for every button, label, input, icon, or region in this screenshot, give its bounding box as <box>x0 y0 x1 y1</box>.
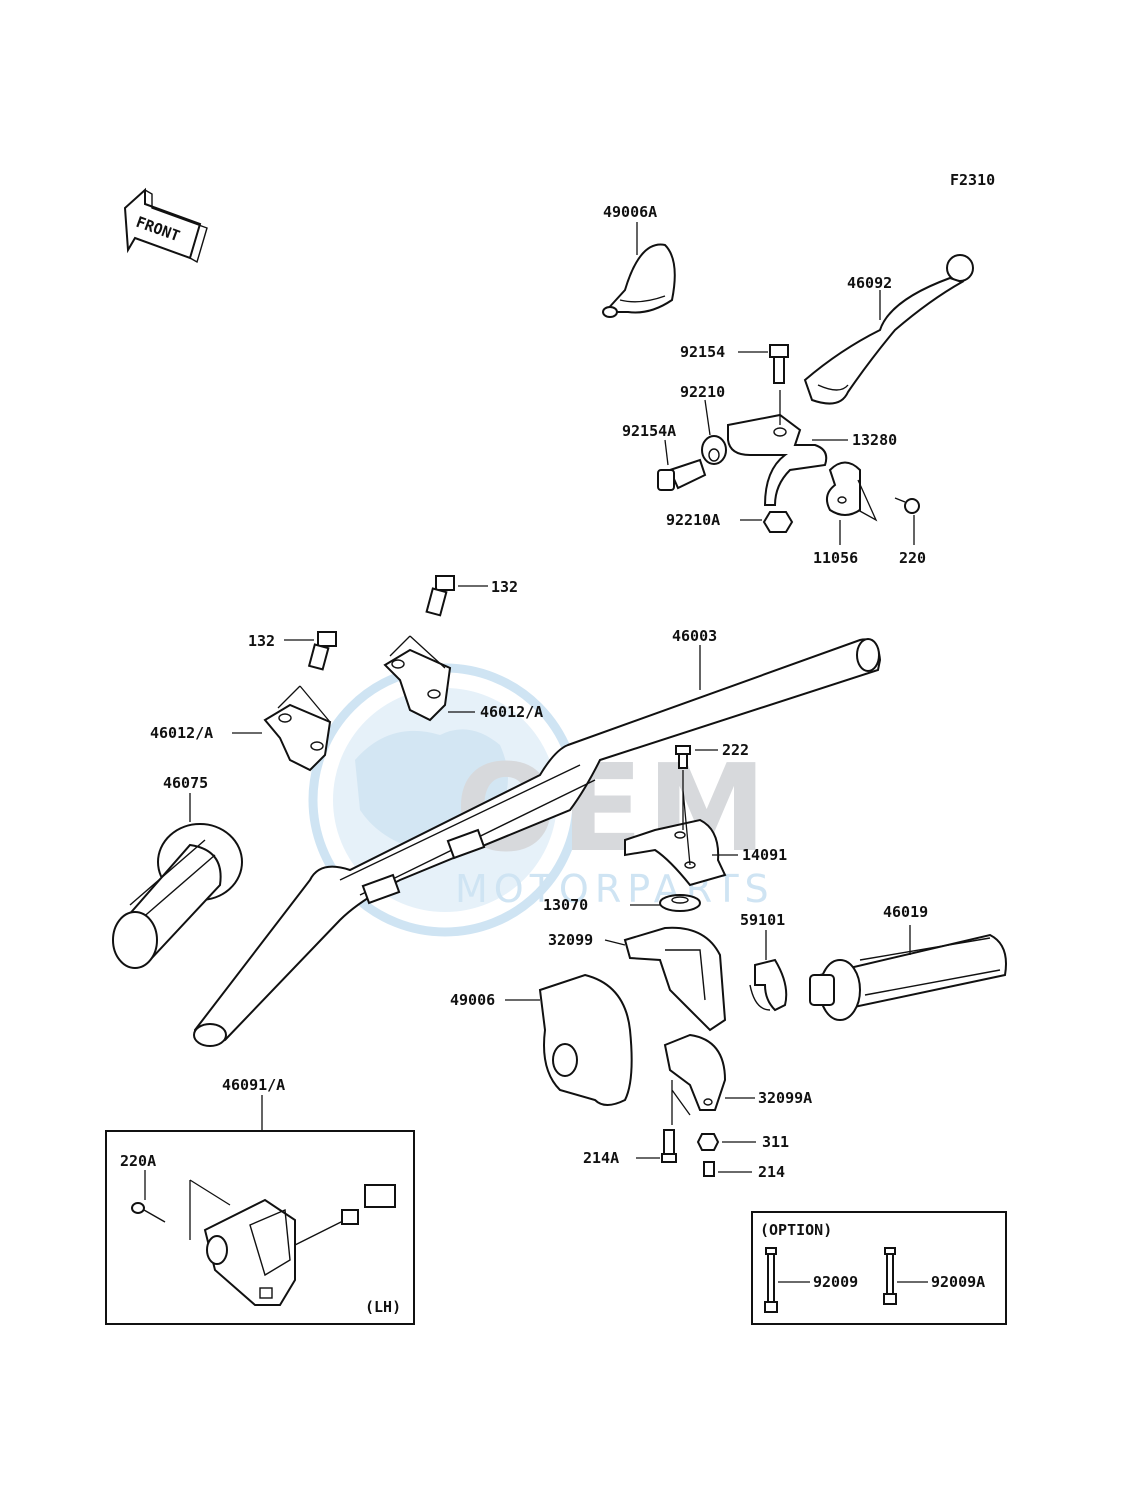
label-49006A: 49006A <box>603 203 657 221</box>
right-grip <box>809 933 1007 1021</box>
switch-side-label: (LH) <box>365 1298 401 1316</box>
case-screw-short <box>703 1161 715 1177</box>
throttle-case-upper <box>623 926 727 1032</box>
clutch-lever <box>803 254 974 405</box>
label-220: 220 <box>899 549 926 567</box>
label-92154: 92154 <box>680 343 725 361</box>
switch-connector <box>294 1184 396 1246</box>
option-title: (OPTION) <box>760 1221 832 1239</box>
label-11056: 11056 <box>813 549 858 567</box>
holder-nut <box>762 511 794 533</box>
label-32099: 32099 <box>548 931 593 949</box>
label-92009: 92009 <box>813 1273 858 1291</box>
label-46012A-right: 46012/A <box>480 703 543 721</box>
option-bolt-long <box>764 1247 778 1313</box>
switch-screw <box>131 1202 166 1223</box>
label-14091: 14091 <box>742 846 787 864</box>
label-92210A: 92210A <box>666 511 720 529</box>
label-92154A: 92154A <box>622 422 676 440</box>
upper-clamp-left <box>263 703 332 772</box>
label-13280: 13280 <box>852 431 897 449</box>
case-screw-long <box>661 1129 677 1163</box>
label-49006: 49006 <box>450 991 495 1009</box>
label-132-lower: 132 <box>248 632 275 650</box>
label-92009A: 92009A <box>931 1273 985 1291</box>
label-46092: 46092 <box>847 274 892 292</box>
adjuster-nut <box>701 435 727 465</box>
pivot-bolt <box>769 344 789 384</box>
clamp-screw <box>894 497 920 514</box>
left-grip <box>112 823 243 969</box>
label-220A: 220A <box>120 1152 156 1170</box>
clamp-bolt-upper <box>425 575 455 617</box>
adjuster-bolt <box>657 458 707 491</box>
label-311: 311 <box>762 1133 789 1151</box>
clamp-bolt-lower <box>307 631 337 671</box>
label-46012A-left: 46012/A <box>150 724 213 742</box>
holder-clamp <box>825 461 861 516</box>
cable-screw <box>675 745 691 769</box>
label-46003: 46003 <box>672 627 717 645</box>
label-214: 214 <box>758 1163 785 1181</box>
option-box-frame <box>751 1211 1007 1325</box>
label-46019: 46019 <box>883 903 928 921</box>
switch-box-frame <box>105 1130 415 1325</box>
option-bolt-short <box>883 1247 897 1305</box>
label-214A: 214A <box>583 1149 619 1167</box>
label-132-upper: 132 <box>491 578 518 596</box>
lh-switch-housing <box>203 1198 296 1306</box>
watermark-sub: MOTORPARTS <box>455 867 775 911</box>
front-arrow-icon: FRONT <box>123 187 208 264</box>
label-46075: 46075 <box>163 774 208 792</box>
case-nut <box>696 1133 720 1151</box>
lever-cover <box>602 243 676 318</box>
cable-plate <box>624 818 727 887</box>
label-92210: 92210 <box>680 383 725 401</box>
label-13070: 13070 <box>543 896 588 914</box>
lever-holder <box>727 413 828 506</box>
diagram-id: F2310 <box>950 171 995 189</box>
handlebar <box>193 638 882 1047</box>
label-46091A: 46091/A <box>222 1076 285 1094</box>
label-222: 222 <box>722 741 749 759</box>
label-59101: 59101 <box>740 911 785 929</box>
cable-adjuster <box>659 894 701 912</box>
upper-clamp-right <box>383 648 452 722</box>
label-32099A: 32099A <box>758 1089 812 1107</box>
throttle-cover <box>538 973 633 1106</box>
throttle-case-lower <box>663 1033 727 1111</box>
throttle-pulley <box>749 958 788 1012</box>
